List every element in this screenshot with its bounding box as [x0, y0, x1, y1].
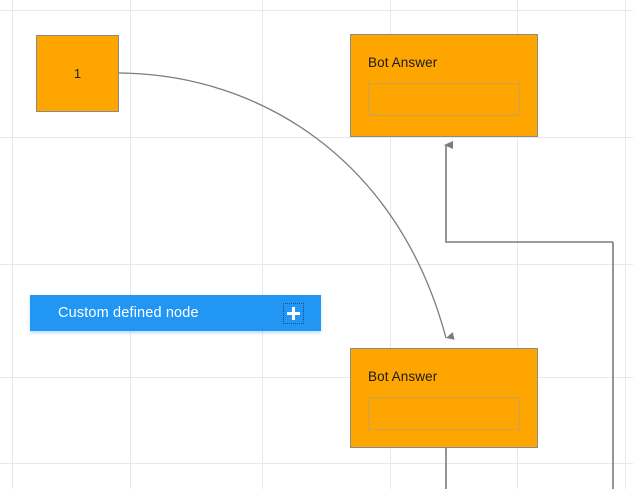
node-title: Bot Answer: [368, 369, 438, 384]
custom-defined-node-label: Custom defined node: [58, 305, 199, 321]
connector-node1-to-bot-answer[interactable]: [118, 72, 455, 340]
node-bot-answer-top[interactable]: Bot Answer: [350, 34, 538, 137]
node-1[interactable]: 1: [36, 35, 119, 112]
node-title: Bot Answer: [368, 55, 438, 70]
node-answer-slot[interactable]: [368, 397, 520, 430]
node-1-label: 1: [73, 66, 82, 81]
plus-icon[interactable]: [283, 302, 304, 324]
node-answer-slot[interactable]: [368, 83, 520, 116]
custom-defined-node-button[interactable]: Custom defined node: [30, 295, 321, 331]
connector-feedback-up[interactable]: [444, 141, 613, 243]
node-bot-answer-bottom[interactable]: Bot Answer: [350, 348, 538, 448]
